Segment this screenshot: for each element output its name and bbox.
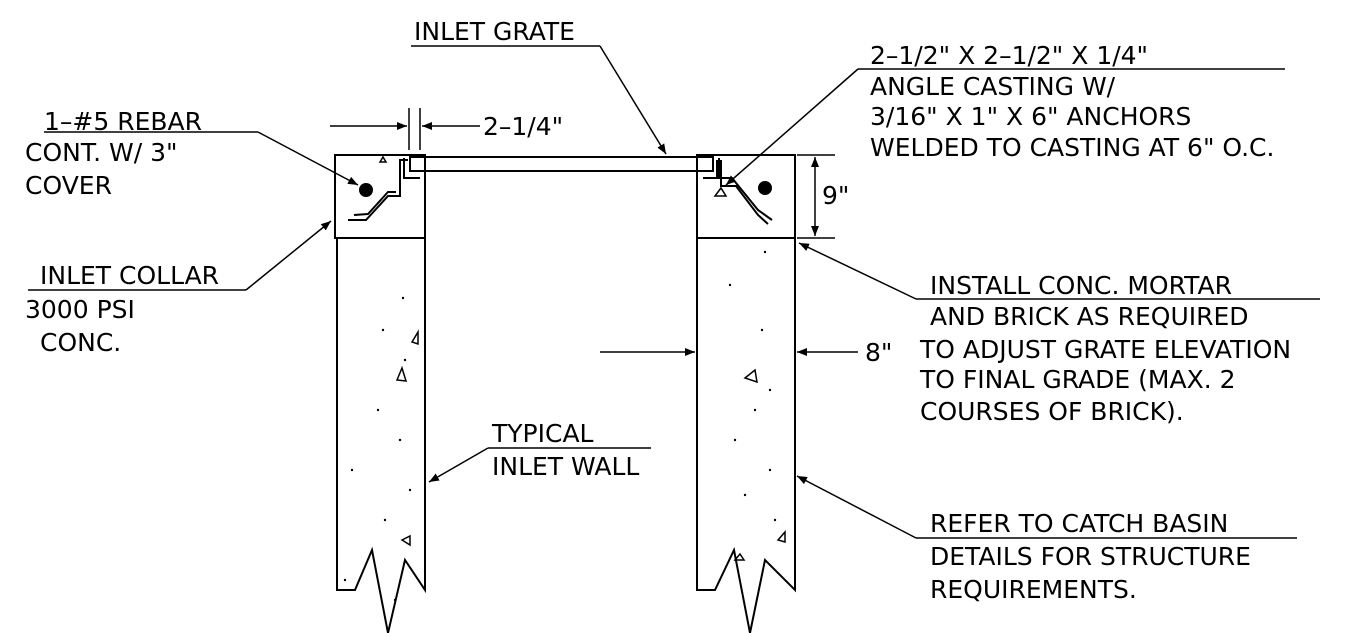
svg-text:TO ADJUST GRATE ELEVATION: TO ADJUST GRATE ELEVATION <box>919 335 1291 364</box>
callout-angle-casting: 2–1/2" X 2–1/2" X 1/4" ANGLE CASTING W/ … <box>725 41 1285 186</box>
svg-text:REQUIREMENTS.: REQUIREMENTS. <box>930 575 1137 604</box>
svg-text:1–#5 REBAR: 1–#5 REBAR <box>44 107 202 136</box>
dimension-grate-gap: 2–1/4" <box>330 108 563 150</box>
left-inlet-wall <box>336 238 426 633</box>
svg-text:COURSES OF BRICK).: COURSES OF BRICK). <box>920 397 1184 426</box>
dim-gap-label: 2–1/4" <box>483 112 563 141</box>
callout-rebar: 1–#5 REBAR CONT. W/ 3" COVER <box>25 107 359 200</box>
svg-text:COVER: COVER <box>25 171 112 200</box>
left-inlet-collar <box>334 154 426 239</box>
svg-text:3000 PSI: 3000 PSI <box>25 295 135 324</box>
inlet-grate-bar <box>403 156 720 179</box>
svg-text:CONC.: CONC. <box>40 328 121 357</box>
dimension-wall-thickness: 8" <box>600 338 892 367</box>
svg-text:ANGLE CASTING W/: ANGLE CASTING W/ <box>870 72 1116 101</box>
dimension-collar-height: 9" <box>797 154 849 239</box>
callout-inlet-grate: INLET GRATE <box>411 17 667 155</box>
svg-text:INLET WALL: INLET WALL <box>492 452 639 481</box>
dim-height-label: 9" <box>822 181 849 210</box>
callout-inlet-wall: TYPICAL INLET WALL <box>428 419 651 483</box>
svg-text:TYPICAL: TYPICAL <box>491 419 594 448</box>
svg-text:WELDED TO CASTING AT 6" O.C.: WELDED TO CASTING AT 6" O.C. <box>870 133 1274 162</box>
svg-text:2–1/2" X 2–1/2" X 1/4": 2–1/2" X 2–1/2" X 1/4" <box>870 41 1148 70</box>
svg-text:REFER TO CATCH BASIN: REFER TO CATCH BASIN <box>930 509 1228 538</box>
svg-text:INLET COLLAR: INLET COLLAR <box>40 261 219 290</box>
callout-refer: REFER TO CATCH BASIN DETAILS FOR STRUCTU… <box>796 475 1297 604</box>
dim-wall-label: 8" <box>865 338 892 367</box>
inlet-grate-label: INLET GRATE <box>414 17 575 46</box>
svg-text:DETAILS FOR STRUCTURE: DETAILS FOR STRUCTURE <box>930 542 1251 571</box>
right-inlet-wall <box>696 238 796 633</box>
svg-text:3/16" X 1" X 6" ANCHORS: 3/16" X 1" X 6" ANCHORS <box>870 102 1191 131</box>
svg-text:INSTALL CONC. MORTAR: INSTALL CONC. MORTAR <box>930 271 1232 300</box>
callout-inlet-collar: INLET COLLAR 3000 PSI CONC. <box>25 220 332 357</box>
right-inlet-collar <box>696 154 796 239</box>
callout-mortar: INSTALL CONC. MORTAR AND BRICK AS REQUIR… <box>798 242 1320 426</box>
svg-text:AND BRICK AS REQUIRED: AND BRICK AS REQUIRED <box>930 302 1249 331</box>
svg-text:CONT. W/ 3": CONT. W/ 3" <box>25 138 178 167</box>
svg-text:TO FINAL GRADE (MAX. 2: TO FINAL GRADE (MAX. 2 <box>919 365 1236 394</box>
